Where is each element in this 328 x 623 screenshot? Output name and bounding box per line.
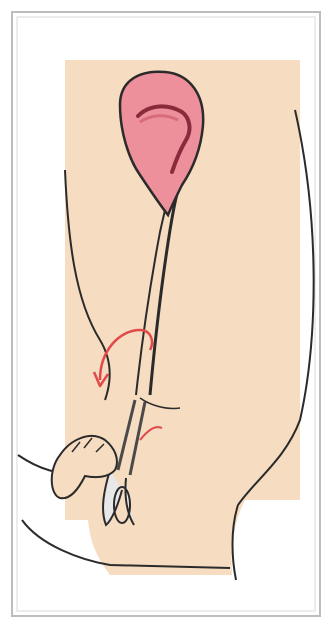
medical-illustration xyxy=(0,0,328,623)
illustration-frame xyxy=(0,0,328,623)
